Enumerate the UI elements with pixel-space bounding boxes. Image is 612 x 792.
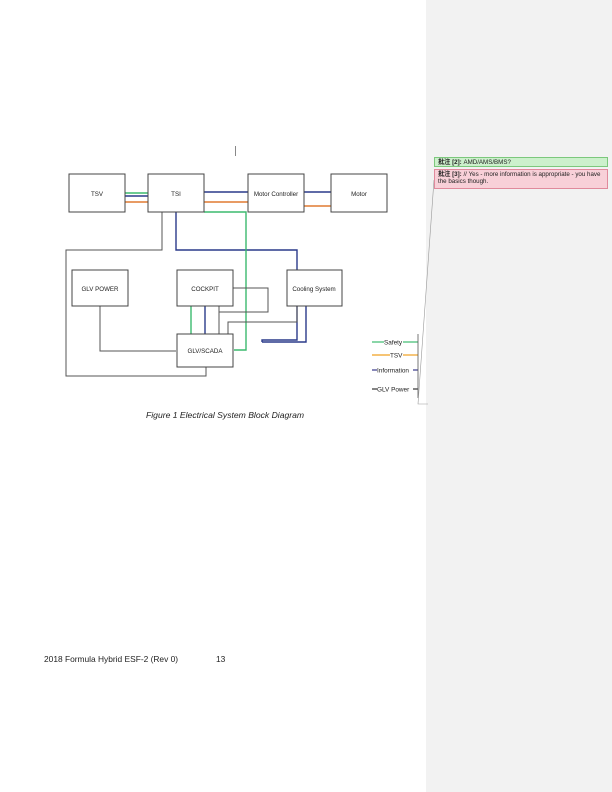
text-cursor (235, 146, 236, 156)
legend-tsv-label: TSV (390, 353, 403, 360)
block-tsi (147, 173, 205, 213)
block-motor-controller (247, 173, 305, 213)
label-tsi: TSI (171, 191, 181, 198)
link-glvpower-scada (99, 306, 176, 352)
comment-3[interactable]: 批注 [3]: // Yes - more information is app… (434, 169, 608, 189)
comment-2-tag: 批注 [2]: (438, 159, 462, 166)
block-cockpit (176, 269, 234, 307)
label-motor: Motor (351, 191, 367, 198)
link-cooling-scada-glv (227, 306, 298, 334)
label-cooling-system: Cooling System (292, 286, 335, 293)
legend: Safety TSV Information GLV Power (372, 334, 419, 398)
label-tsv: TSV (91, 191, 104, 198)
comment-connector (417, 179, 435, 405)
footer-doc-title: 2018 Formula Hybrid ESF-2 (Rev 0) (44, 654, 179, 664)
comment-2-text: AMD/AMS/BMS? (461, 159, 511, 166)
page-footer: 2018 Formula Hybrid ESF-2 (Rev 0) 13 (44, 654, 225, 664)
block-glv-power (71, 269, 129, 307)
label-cockpit: COCKPIT (191, 286, 219, 293)
label-glv-scada: GLV/SCADA (188, 348, 224, 355)
legend-info-label: Information (377, 368, 409, 375)
page-number: 13 (216, 654, 226, 664)
link-cockpit-loop (219, 287, 269, 313)
block-tsv (68, 173, 126, 213)
figure-caption: Figure 1 Electrical System Block Diagram (146, 410, 305, 420)
comment-3-tag: 批注 [3]: (438, 171, 462, 178)
label-motor-controller: Motor Controller (254, 191, 298, 198)
legend-glv-label: GLV Power (377, 387, 410, 394)
label-glv-power: GLV POWER (81, 286, 119, 293)
link-tsi-scada-safety (204, 211, 247, 351)
comment-3-text: // Yes - more information is appropriate… (438, 171, 601, 186)
link-cooling-scada-info (262, 306, 307, 343)
block-cooling-system (286, 269, 343, 307)
legend-safety-label: Safety (384, 340, 403, 347)
link-tsi-glv-loop (65, 212, 207, 377)
block-glv-scada (176, 333, 234, 368)
block-motor (330, 173, 388, 213)
comment-2[interactable]: 批注 [2]: AMD/AMS/BMS? (434, 157, 608, 167)
comment-pane (426, 0, 612, 792)
